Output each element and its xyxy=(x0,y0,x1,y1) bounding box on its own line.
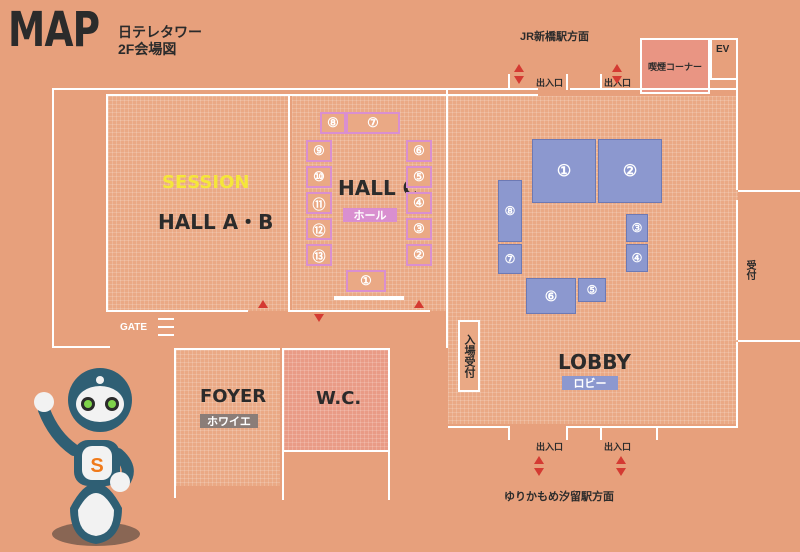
hall-c-stand-7[interactable]: ⑦ xyxy=(346,112,400,134)
ev-box xyxy=(710,38,738,80)
venue-name: 日テレタワー xyxy=(118,24,202,40)
exit-arrow-icon xyxy=(514,64,524,84)
exit-arrow-icon xyxy=(534,456,544,476)
hall-c-stand-3[interactable]: ③ xyxy=(406,218,432,240)
hall-c-stand-13[interactable]: ⑬ xyxy=(306,244,332,266)
hall-c-stand-11[interactable]: ⑪ xyxy=(306,192,332,214)
lobby-booth-4[interactable]: ④ xyxy=(626,244,648,272)
direction-bottom: ゆりかもめ汐留駅方面 xyxy=(504,491,614,503)
hall-c-name: HALL C xyxy=(338,176,418,200)
direction-top: JR新橋駅方面 xyxy=(520,31,590,43)
hall-c-stand-1[interactable]: ① xyxy=(346,270,386,292)
hall-c-stage xyxy=(334,296,404,300)
mascot-robot-icon: S xyxy=(34,368,140,546)
lobby-booth-5[interactable]: ⑤ xyxy=(578,278,606,302)
floor-name: 2F会場図 xyxy=(118,41,177,57)
entrance-arrow-icon xyxy=(258,300,268,308)
hall-c-stand-9[interactable]: ⑨ xyxy=(306,140,332,162)
map-subtitle: 日テレタワー 2F会場図 xyxy=(118,24,202,58)
exit-bottom-left: 出入口 xyxy=(536,442,564,452)
hall-ab-floor xyxy=(108,96,288,311)
lobby-booth-3[interactable]: ③ xyxy=(626,214,648,242)
hall-c-stand-4[interactable]: ④ xyxy=(406,192,432,214)
lobby-booth-1[interactable]: ① xyxy=(532,139,596,203)
exit-bottom-right: 出入口 xyxy=(604,442,632,452)
smoking-corner xyxy=(640,38,710,94)
reception-label: 入場受付 xyxy=(463,334,475,378)
hall-c-stand-12[interactable]: ⑫ xyxy=(306,218,332,240)
side-reception: 受付 xyxy=(744,260,755,280)
exit-top-left: 出入口 xyxy=(536,78,564,88)
hall-c-stand-8[interactable]: ⑧ xyxy=(320,112,346,134)
foyer-name: FOYER xyxy=(200,386,267,407)
lobby-sub: ロビー xyxy=(562,376,618,390)
exit-arrow-icon xyxy=(616,456,626,476)
exit-arrow-icon xyxy=(612,64,622,84)
wc-floor xyxy=(284,350,388,450)
hall-ab-name: HALL A・B xyxy=(158,210,274,234)
hall-c-sub: ホール xyxy=(343,208,397,222)
gate-label: GATE xyxy=(120,322,148,333)
svg-text:S: S xyxy=(90,455,103,477)
reception-desk: 入場受付 xyxy=(458,320,480,392)
lobby-booth-2[interactable]: ② xyxy=(598,139,662,203)
map-title: MAP xyxy=(8,2,100,58)
hall-ab-session: SESSION xyxy=(162,172,250,193)
lobby-booth-6[interactable]: ⑥ xyxy=(526,278,576,314)
hall-c-stand-6[interactable]: ⑥ xyxy=(406,140,432,162)
foyer-sub: ホワイエ xyxy=(200,414,258,428)
smoking-label: 喫煙コーナー xyxy=(648,62,703,72)
entrance-arrow-icon xyxy=(314,314,324,322)
wc-name: W.C. xyxy=(316,388,362,409)
hall-c-stand-5[interactable]: ⑤ xyxy=(406,166,432,188)
entrance-arrow-icon xyxy=(414,300,424,308)
lobby-booth-7[interactable]: ⑦ xyxy=(498,244,522,274)
ev-label: EV xyxy=(716,44,730,55)
hall-c-stand-10[interactable]: ⑩ xyxy=(306,166,332,188)
lobby-booth-8[interactable]: ⑧ xyxy=(498,180,522,242)
lobby-name: LOBBY xyxy=(558,350,631,374)
hall-c-stand-2[interactable]: ② xyxy=(406,244,432,266)
